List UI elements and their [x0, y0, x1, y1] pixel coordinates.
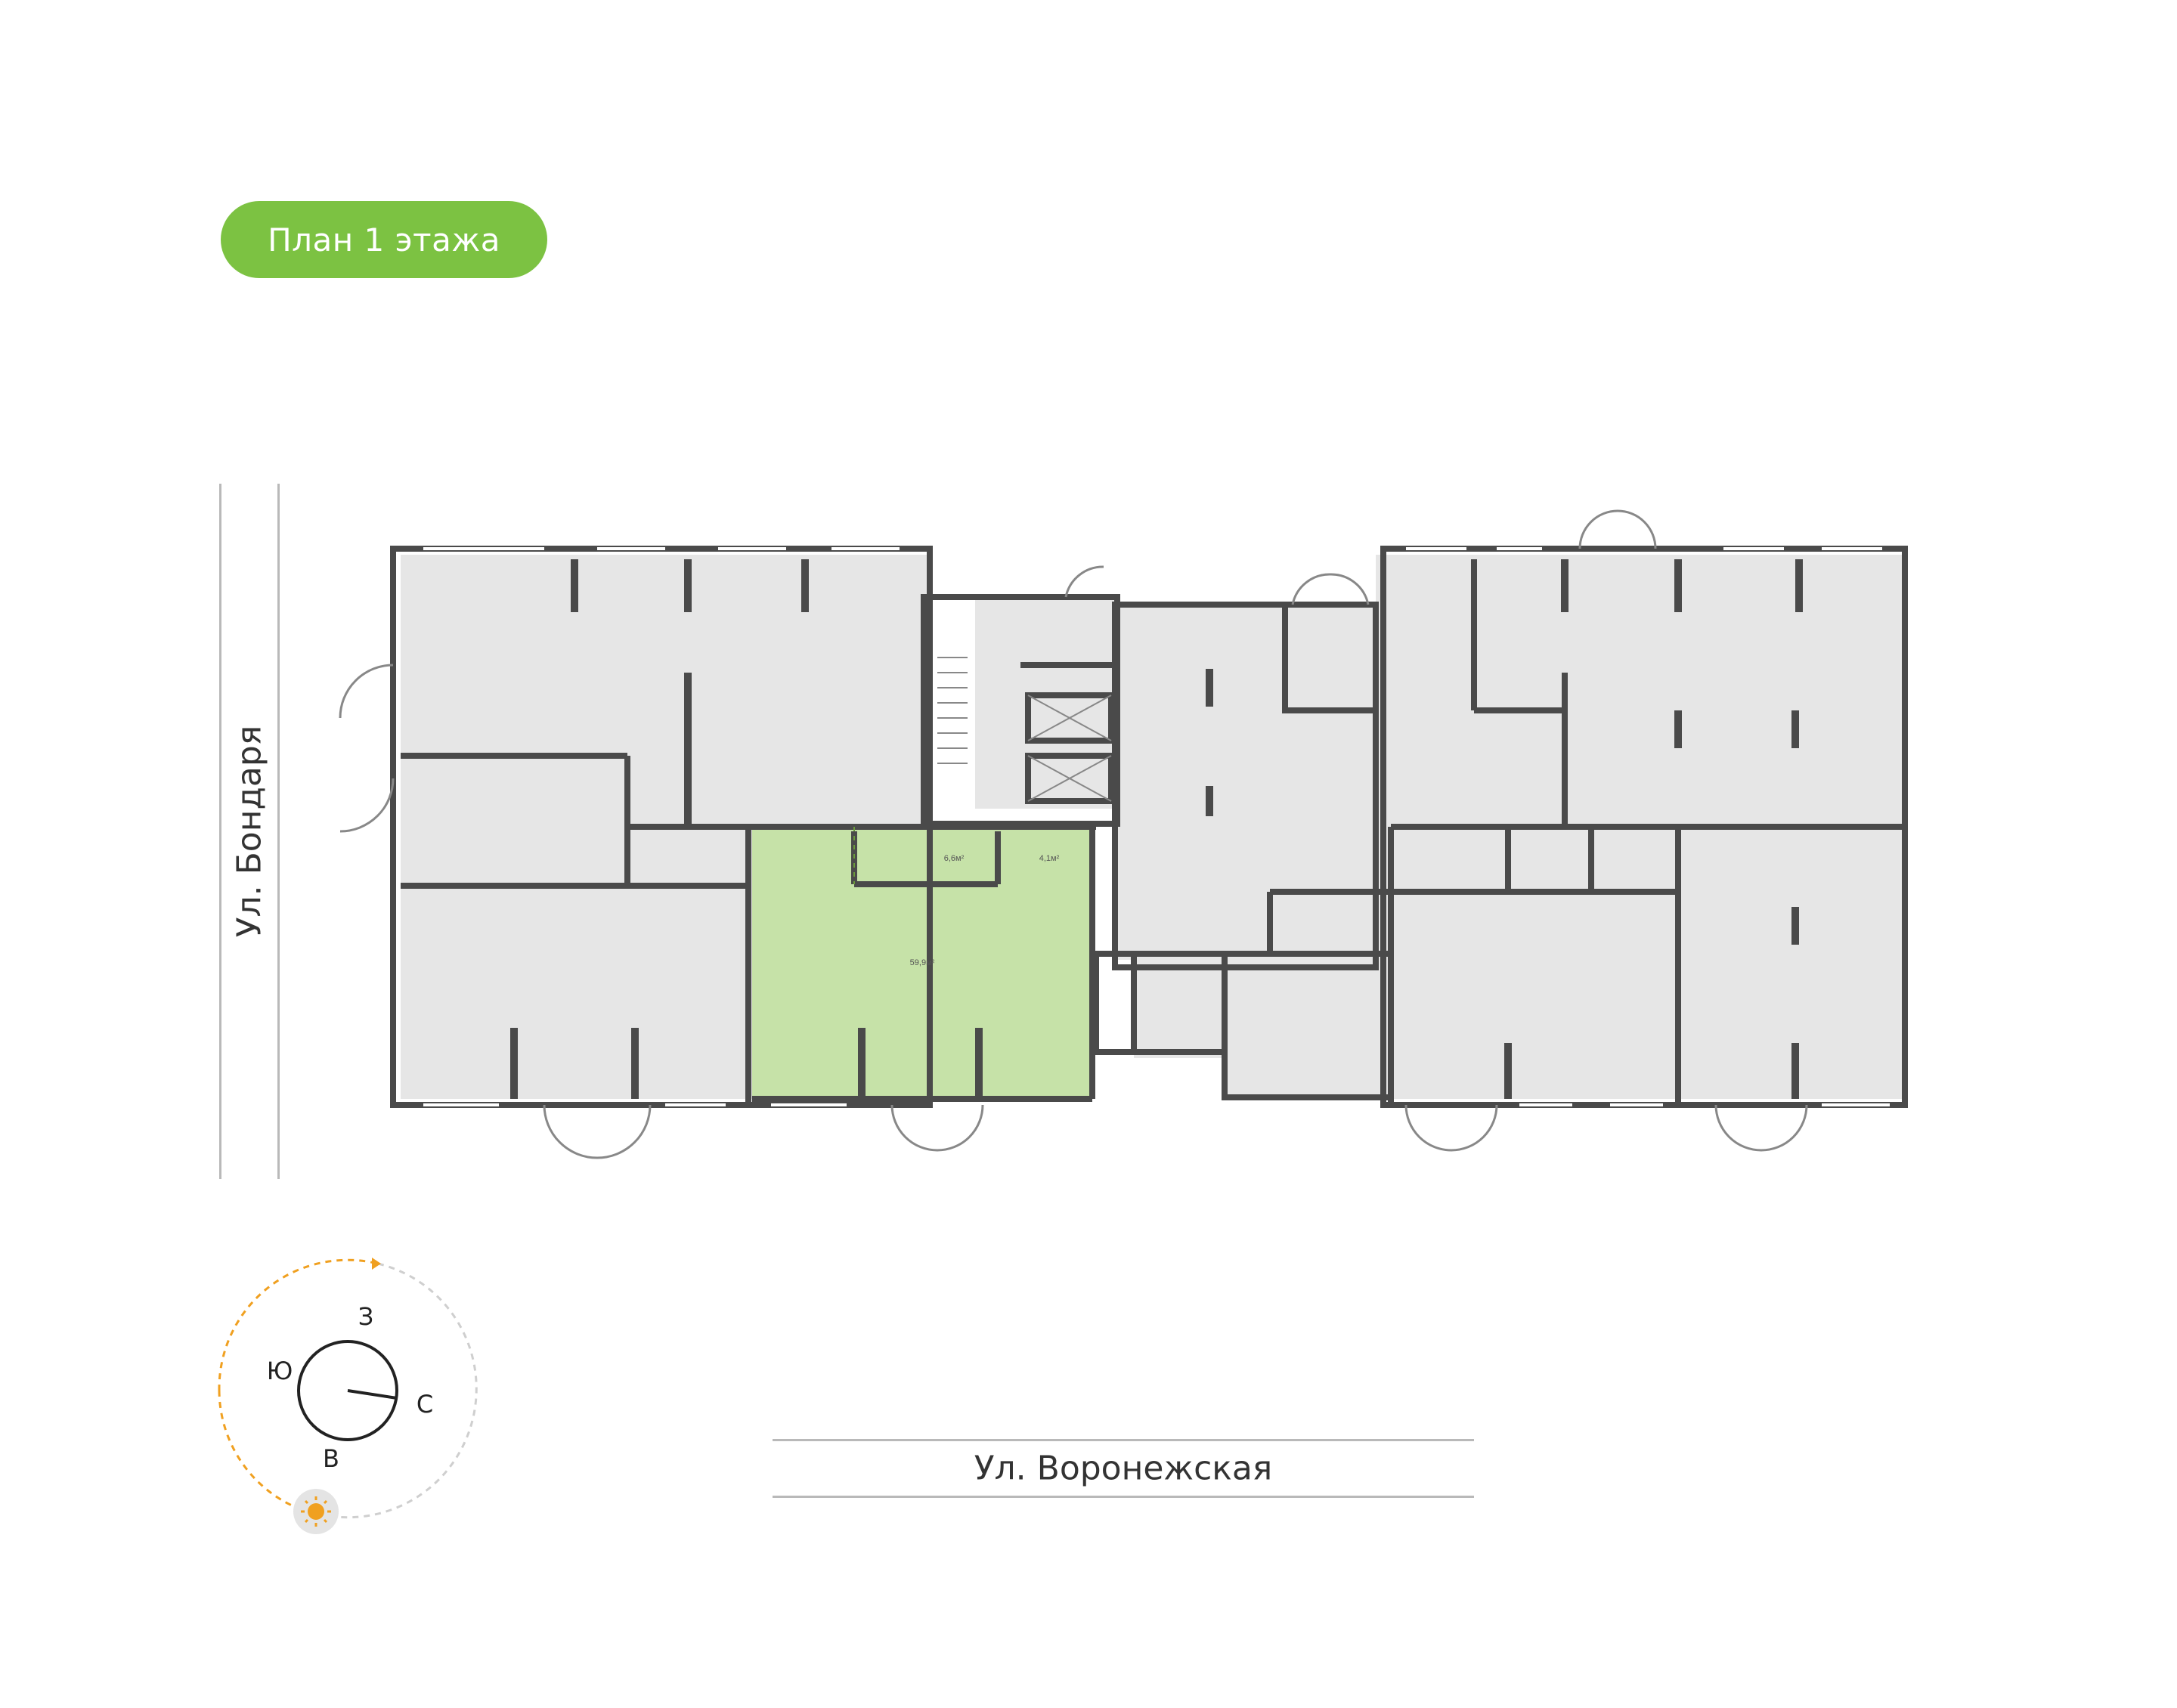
street-bondarya	[219, 484, 280, 1179]
floor-plan-badge: План 1 этажа	[221, 201, 547, 278]
compass-south: Ю	[266, 1357, 293, 1385]
street-voronezhskaya	[773, 1439, 1474, 1498]
room-central-south	[1225, 952, 1391, 1096]
compass-circle	[297, 1340, 398, 1441]
unit-storage-1-area: 6,6м²	[943, 854, 965, 863]
highlighted-unit	[752, 827, 1092, 1099]
sun-path-morning	[218, 1390, 303, 1512]
compass-east: В	[323, 1444, 339, 1473]
sun-rays	[301, 1496, 331, 1527]
compass-diagram	[218, 1258, 478, 1534]
compass-north: С	[416, 1390, 434, 1419]
windows	[423, 547, 1890, 1106]
street-voronezhskaya-label: Ул. Воронежская	[974, 1449, 1273, 1488]
sun-path-arrow	[372, 1258, 381, 1270]
room-stair-hall	[975, 597, 1115, 809]
unit-storage-1[interactable]	[854, 827, 998, 887]
doors	[339, 509, 1808, 1159]
compass-west: З	[358, 1302, 374, 1331]
compass-needle	[347, 1389, 398, 1400]
stairs	[937, 657, 1112, 802]
room-central-hall	[1115, 605, 1376, 960]
sun-icon	[308, 1503, 324, 1520]
unit-storage-2-area: 4,1м²	[1039, 854, 1060, 863]
unit-main-area: 59,9м²	[909, 958, 935, 967]
sun-path-night	[317, 1262, 478, 1519]
sun-path-day	[218, 1258, 379, 1391]
unit-storage-2[interactable]	[998, 827, 1092, 887]
